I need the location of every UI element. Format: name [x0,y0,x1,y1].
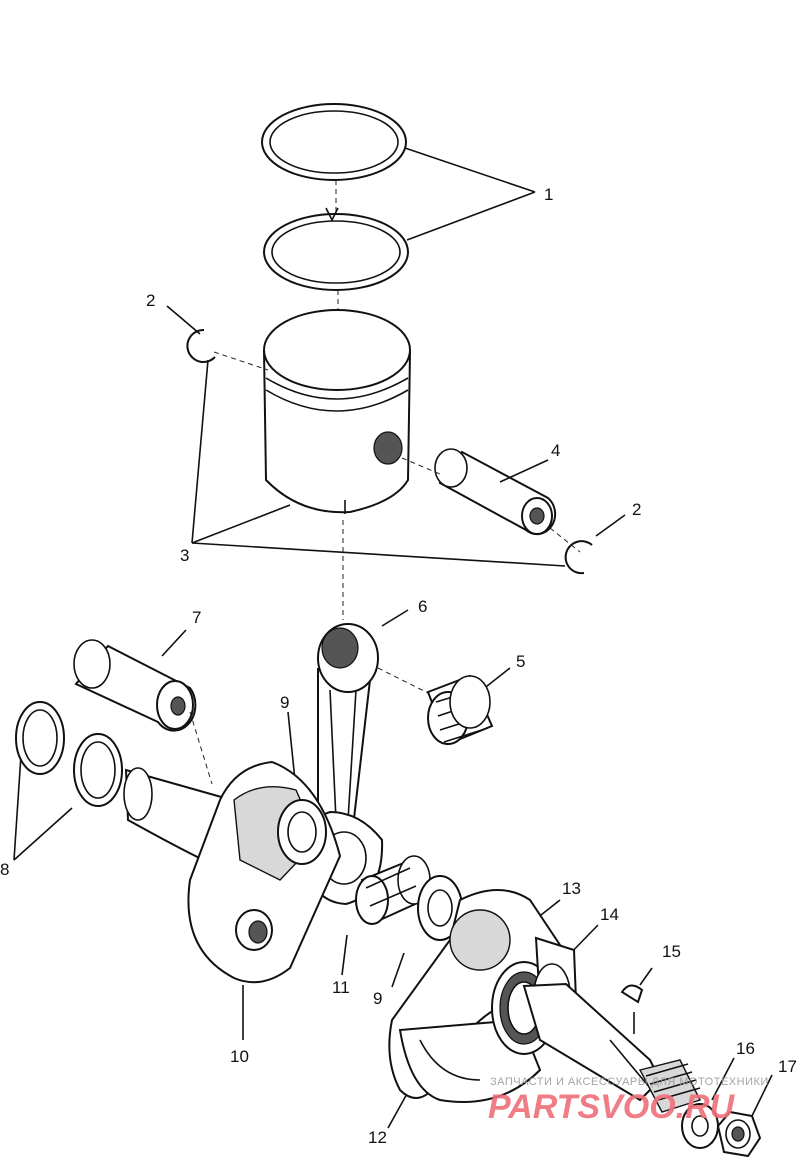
part-label-5: 5 [516,652,525,671]
part-labels: 1 2 2 3 4 5 6 7 8 9 9 10 11 12 13 14 15 … [0,185,797,1147]
part-label-14: 14 [600,905,619,924]
part-label-9-lower: 9 [373,989,382,1008]
woodruff-key [620,984,644,1004]
part-label-6: 6 [418,597,427,616]
lock-washer [681,1103,719,1149]
part-label-16: 16 [736,1039,755,1058]
thrust-washer-lower [417,875,463,941]
part-label-9-upper: 9 [280,693,289,712]
circlip-left [186,328,216,363]
part-label-11: 11 [332,978,350,997]
part-label-8: 8 [0,860,9,879]
crank-seal-right [73,733,123,807]
hex-nut [716,1110,762,1158]
piston [263,309,411,514]
part-label-17: 17 [778,1057,797,1076]
part-label-10: 10 [230,1047,249,1066]
piston-ring-upper [261,103,407,181]
part-label-1: 1 [544,185,553,204]
part-label-12: 12 [368,1128,387,1147]
crankshaft-left-half [123,760,342,984]
part-label-4: 4 [551,441,560,460]
crank-pin [73,639,197,732]
needle-bearing-big-end [355,855,431,925]
thrust-washer-upper [277,799,327,865]
piston-pin [434,448,557,536]
needle-bearing-small-end [426,674,494,746]
part-label-13: 13 [562,879,581,898]
part-label-7: 7 [192,608,201,627]
watermark: ЗАПЧАСТИ И АКСЕССУАРЫ ДЛЯ МОТОТЕХНИКИ PA… [488,1076,769,1126]
leader-lines [13,147,773,1129]
circlip-right [564,540,593,575]
part-label-3: 3 [180,546,189,565]
part-label-2-left: 2 [146,291,155,310]
piston-ring-lower [263,207,409,291]
crank-seal-left [15,701,65,775]
part-label-2-right: 2 [632,500,641,519]
watermark-brand: PARTSVOO.RU [488,1088,736,1126]
crankshaft-taper-end [522,982,701,1113]
watermark-caption: ЗАПЧАСТИ И АКСЕССУАРЫ ДЛЯ МОТОТЕХНИКИ [490,1076,769,1088]
part-label-15: 15 [662,942,681,961]
